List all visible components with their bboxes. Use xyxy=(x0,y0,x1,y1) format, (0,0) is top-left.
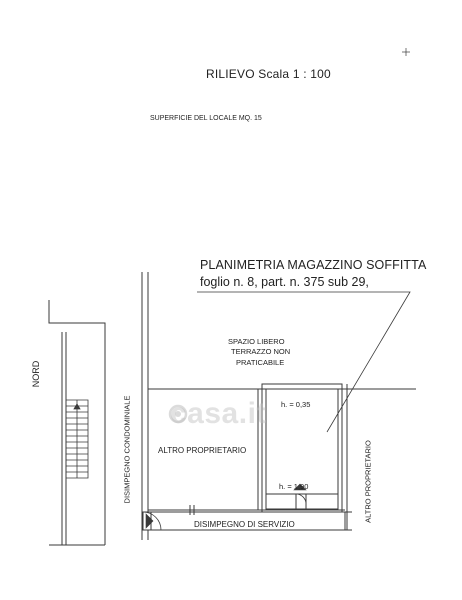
storage-door-arrow-icon xyxy=(293,483,307,491)
drawing-title: RILIEVO Scala 1 : 100 xyxy=(206,67,331,81)
plan-reference: foglio n. 8, part. n. 375 sub 29, xyxy=(200,275,369,289)
entry-door xyxy=(142,511,162,531)
watermark: casa.it xyxy=(170,397,267,430)
north-label: NORD xyxy=(31,360,41,388)
storage-door-swing-icon xyxy=(295,493,307,505)
free-space-label-line2: TERRAZZO NON xyxy=(231,347,291,356)
plan-title: PLANIMETRIA MAGAZZINO SOFFITTA xyxy=(200,258,427,272)
surface-note: SUPERFICIE DEL LOCALE MQ. 15 xyxy=(150,115,262,122)
free-space-label-line1: SPAZIO LIBERO xyxy=(228,337,285,346)
free-space-label-line3: PRATICABILE xyxy=(236,358,285,367)
storage-door-jamb xyxy=(295,493,307,511)
watermark-logo-icon xyxy=(168,404,188,424)
service-corridor-label: DISIMPEGNO DI SERVIZIO xyxy=(194,520,295,529)
entry-door-arrow-icon xyxy=(145,513,154,529)
label-leader-line xyxy=(197,291,411,433)
condominium-corridor-label: DISIMPEGNO CONDOMINIALE xyxy=(122,395,132,504)
left-building-outline xyxy=(48,300,106,545)
storage-room-inner xyxy=(265,388,339,510)
corner-cross-mark xyxy=(402,48,410,56)
other-owner-right-label: ALTRO PROPRIETARIO xyxy=(363,440,373,523)
other-owner-left-label: ALTRO PROPRIETARIO xyxy=(158,446,247,455)
height-top-label: h. = 0,35 xyxy=(281,400,311,409)
staircase xyxy=(66,399,89,479)
height-bottom-label: h. = 1,90 xyxy=(279,482,309,491)
